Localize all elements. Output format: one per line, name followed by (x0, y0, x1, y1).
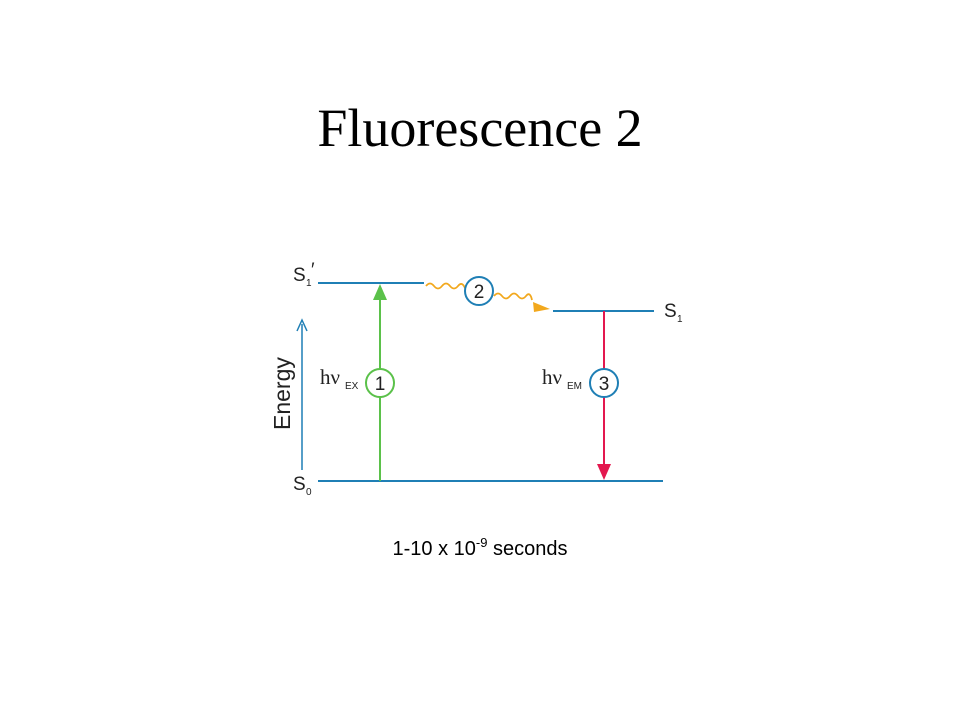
lifetime-caption: 1-10 x 10-9 seconds (0, 535, 960, 561)
caption-exponent: -9 (475, 535, 488, 550)
step-2-circle (464, 276, 494, 306)
label-s0: S 0 (293, 474, 312, 498)
step-3-number: 3 (599, 374, 610, 395)
step-3-circle (589, 368, 619, 398)
svg-text:′: ′ (311, 260, 315, 281)
label-s1: S 1 (664, 301, 683, 325)
relaxation-wave (425, 282, 550, 312)
caption-prefix: 1-10 x 10 (392, 538, 476, 560)
energy-axis: Energy (269, 318, 308, 470)
label-hv-ex: hν EX (320, 365, 359, 392)
step-2: 2 (464, 276, 494, 306)
svg-text:0: 0 (306, 487, 312, 498)
svg-text:S: S (664, 301, 677, 322)
svg-text:hν: hν (320, 365, 340, 389)
energy-axis-label: Energy (269, 357, 295, 430)
step-1-circle (365, 368, 395, 398)
step-1: 1 (365, 368, 395, 398)
svg-text:1: 1 (306, 278, 312, 289)
caption-suffix: seconds (487, 538, 568, 560)
svg-text:S: S (293, 265, 306, 286)
step-3: 3 (589, 368, 619, 398)
label-hv-em: hν EM (542, 365, 582, 392)
slide-title: Fluorescence 2 (317, 98, 643, 158)
svg-text:hν: hν (542, 365, 562, 389)
step-2-number: 2 (474, 282, 485, 303)
step-1-number: 1 (375, 374, 386, 395)
label-s1-prime: S 1 ′ (293, 260, 315, 289)
svg-text:EX: EX (345, 381, 359, 392)
svg-text:EM: EM (567, 381, 582, 392)
svg-text:S: S (293, 474, 306, 495)
svg-text:1: 1 (677, 314, 683, 325)
